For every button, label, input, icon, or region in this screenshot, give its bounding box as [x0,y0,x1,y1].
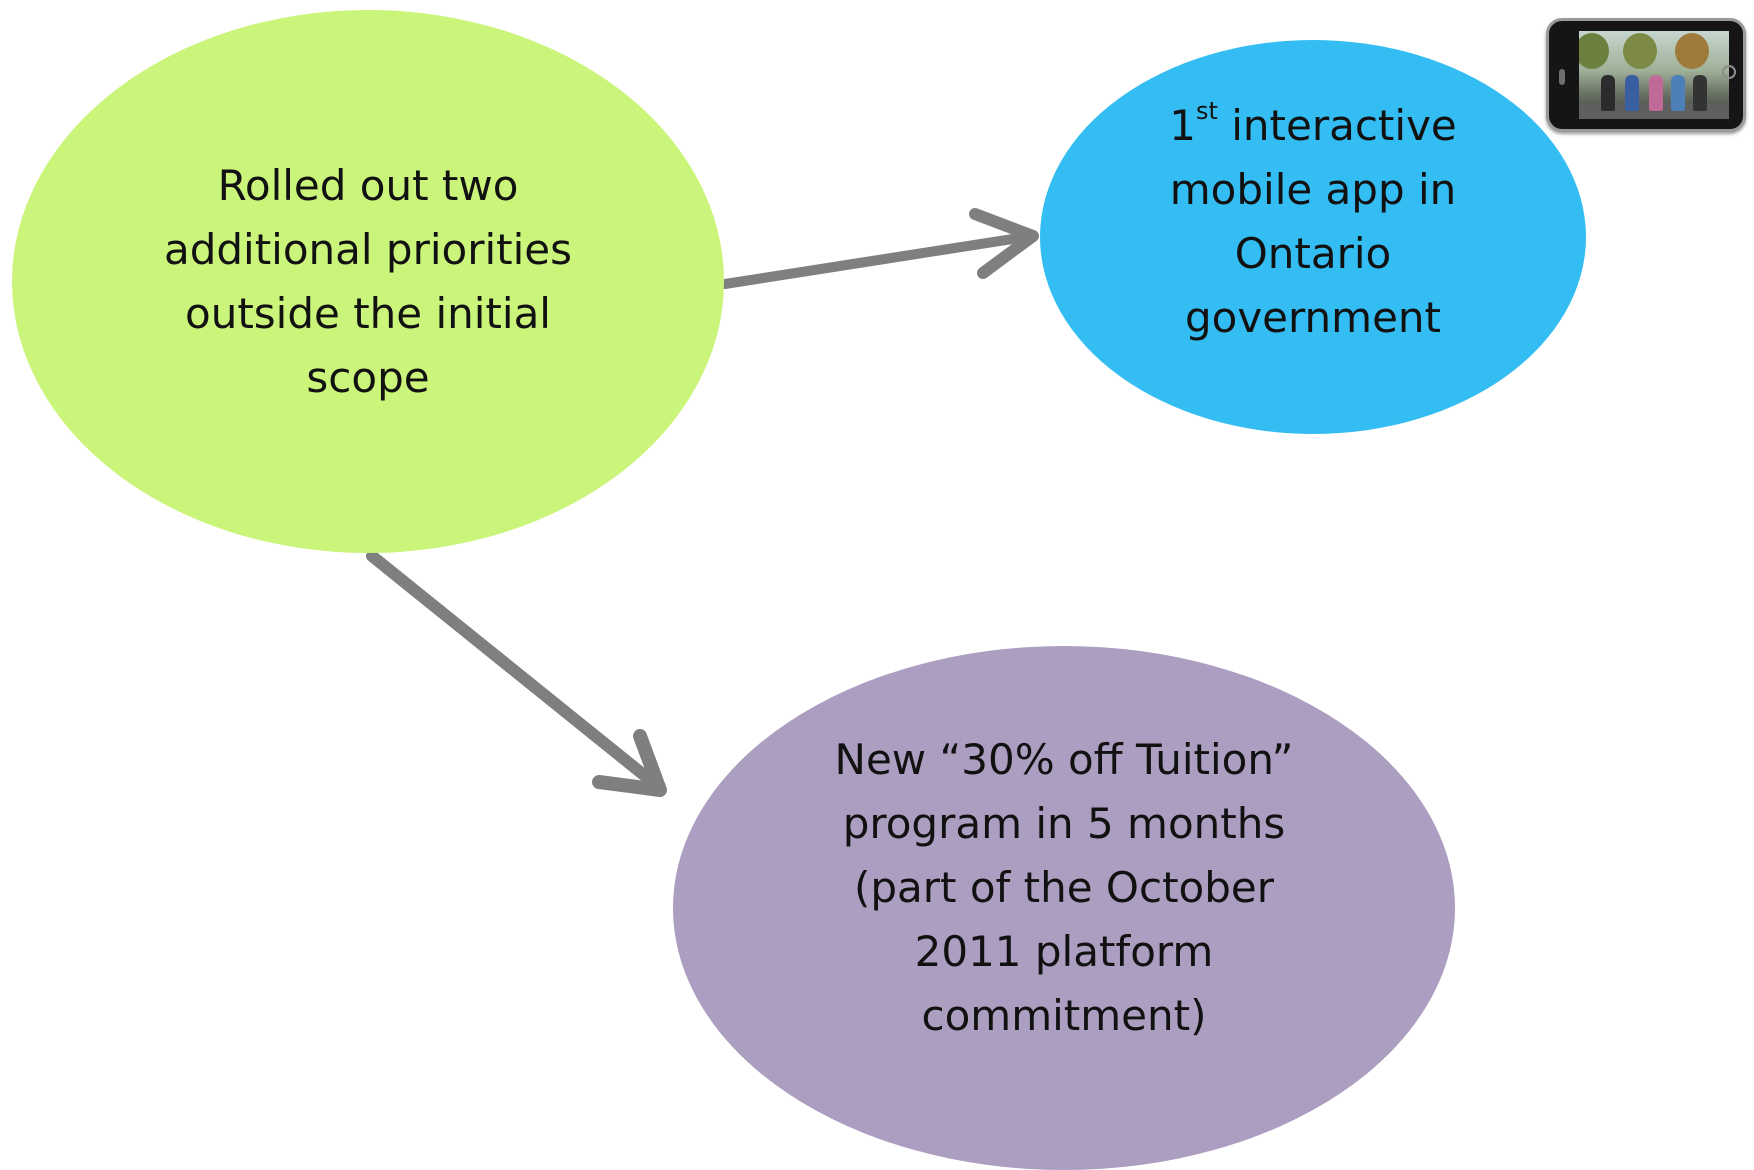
person-shape [1671,75,1685,111]
arrow-to-tuition-head [592,729,667,797]
node-line: mobile app in [1169,165,1457,214]
tree-shape [1623,33,1657,69]
arrow-to-mobile-app-head [969,208,1039,279]
node-line: government [1184,293,1442,342]
node-tuition-program: New “30% off Tuition” program in 5 month… [673,646,1455,1170]
smartphone-photo-icon [1546,18,1746,132]
node-mobile-app: 1st interactive mobile app in Ontario go… [1040,40,1586,434]
node-line: New “30% off Tuition” [834,735,1294,784]
ordinal-number: 1 [1169,101,1196,150]
person-shape [1601,75,1615,111]
ordinal-suffix: st [1195,97,1218,125]
node-line: additional priorities [163,224,573,274]
tree-shape [1579,33,1609,69]
phone-home-button [1722,65,1736,79]
phone-speaker [1559,69,1565,85]
node-line: program in 5 months [842,799,1286,848]
node-line: outside the initial [185,288,551,338]
node-additional-priorities-text: Rolled out two additional priorities out… [164,154,572,410]
node-line: 2011 platform [914,927,1214,976]
node-line: 1st interactive [1169,94,1457,158]
arrow-to-tuition-shaft [366,550,661,790]
person-shape [1625,75,1639,111]
person-shape [1649,75,1663,111]
ground-shape [1579,103,1729,119]
node-line: (part of the October [853,863,1275,912]
person-shape [1693,75,1707,111]
node-tuition-program-text: New “30% off Tuition” program in 5 month… [835,728,1294,1048]
line-rest: interactive [1217,101,1457,150]
tree-shape [1675,33,1709,69]
node-additional-priorities: Rolled out two additional priorities out… [12,10,724,553]
phone-screen [1579,31,1729,119]
node-line: commitment) [921,991,1207,1040]
node-mobile-app-text: 1st interactive mobile app in Ontario go… [1169,94,1457,350]
node-line: scope [306,352,430,402]
arrow-to-mobile-app-shaft [720,232,1030,289]
node-line: Rolled out two [217,160,519,210]
node-line: Ontario [1234,229,1392,278]
